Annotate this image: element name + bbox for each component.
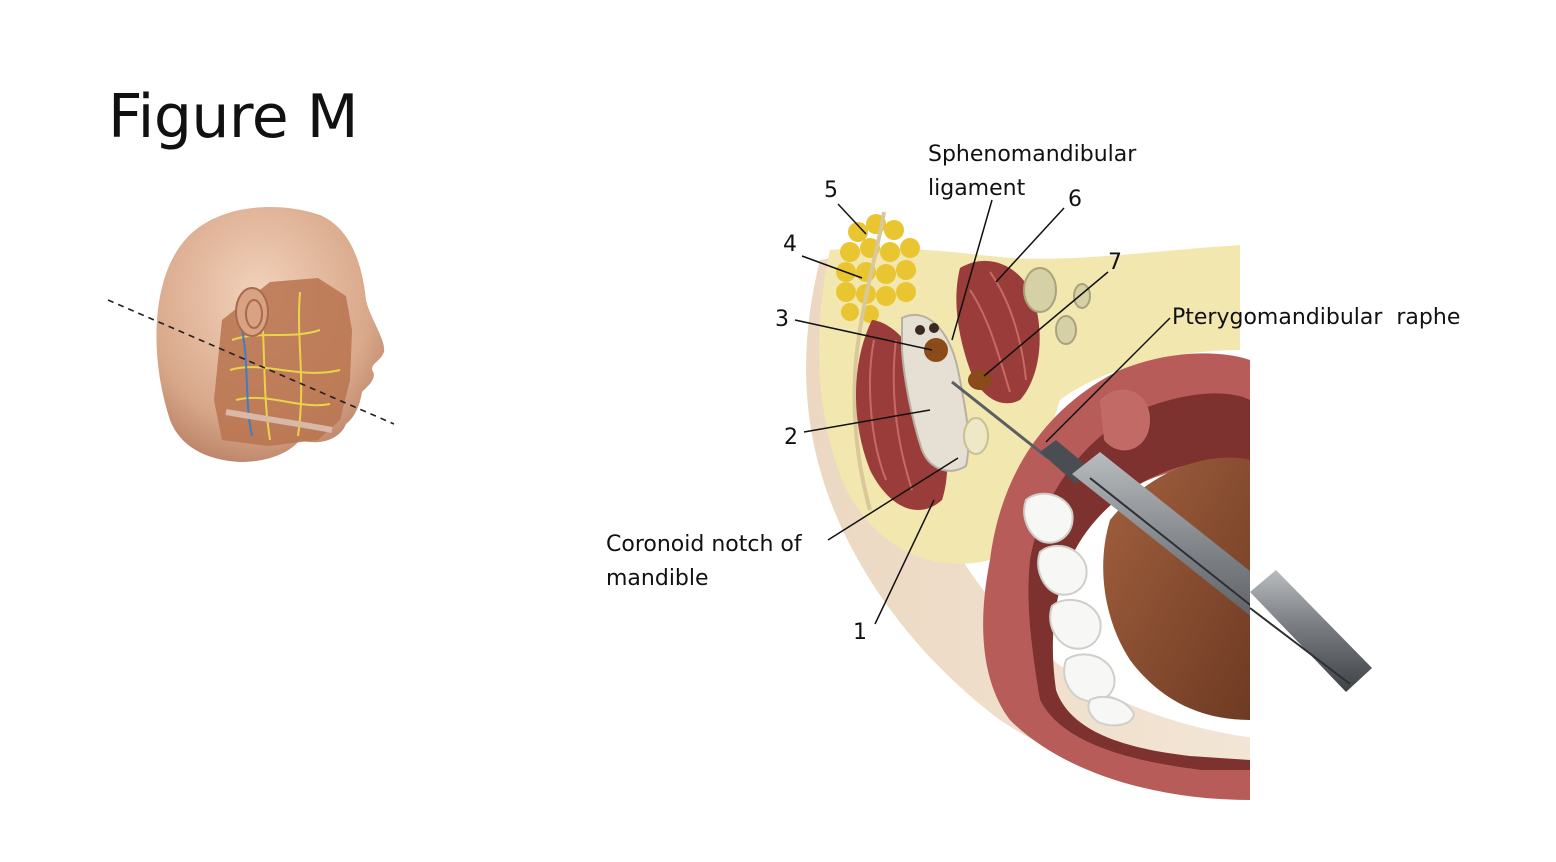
label-4: 4 xyxy=(783,228,797,262)
label-3: 3 xyxy=(775,303,789,337)
label-sphenomandibular-line1: Sphenomandibular xyxy=(928,138,1136,172)
label-5: 5 xyxy=(824,174,838,208)
label-7: 7 xyxy=(1108,246,1122,280)
label-coronoid-line2: mandible xyxy=(606,562,709,596)
label-2: 2 xyxy=(784,421,798,455)
label-pterygomandibular-raphe: Pterygomandibular raphe xyxy=(1172,301,1460,335)
label-sphenomandibular-line2: ligament xyxy=(928,172,1025,206)
label-6: 6 xyxy=(1068,183,1082,217)
label-1: 1 xyxy=(853,616,867,650)
head-thumbnail xyxy=(108,207,394,462)
label-coronoid-line1: Coronoid notch of xyxy=(606,528,802,562)
